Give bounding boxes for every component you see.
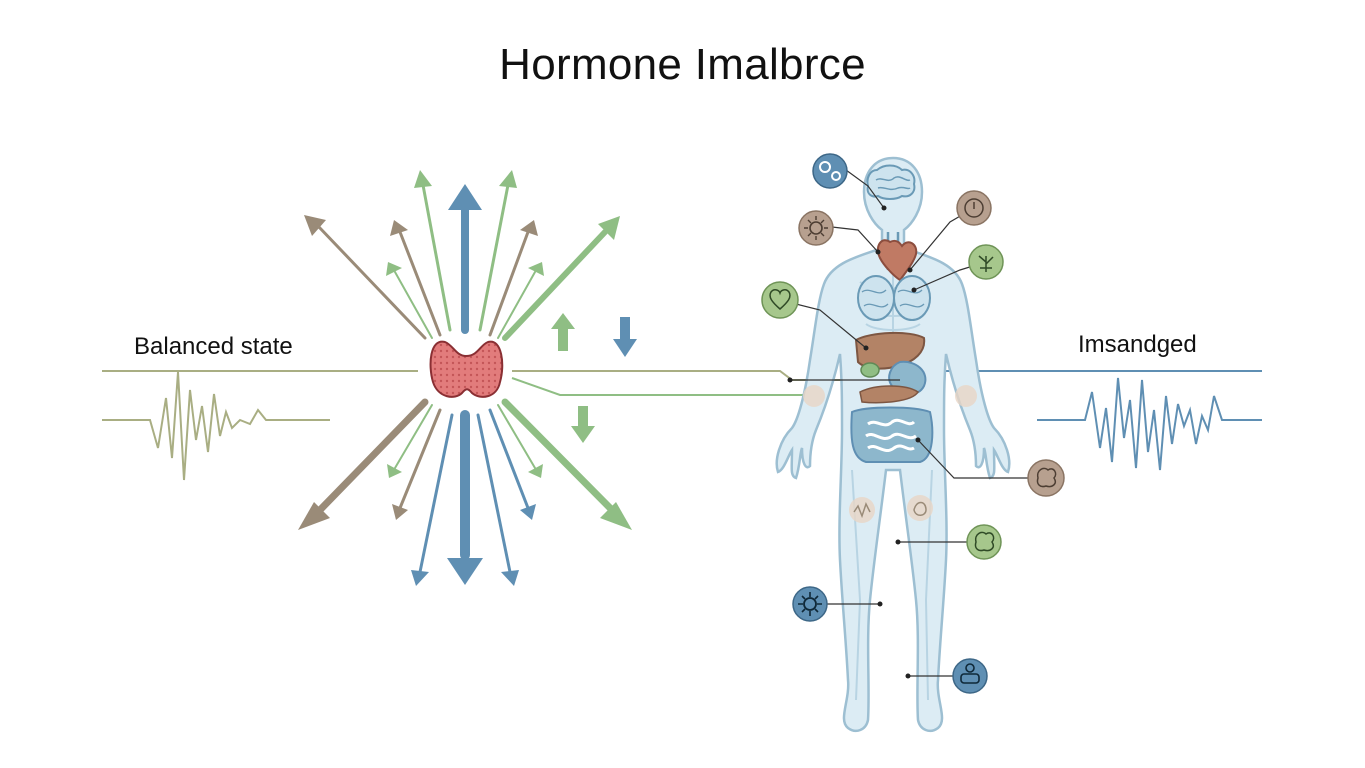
arrow-up-blue-thick xyxy=(448,184,482,334)
arrow-up-green-left-2 xyxy=(386,262,433,339)
arrow-down-blue-thick xyxy=(447,410,483,585)
arrow-down-blue-left xyxy=(411,413,454,586)
arrow-down-green-right xyxy=(497,404,543,478)
robot-icon xyxy=(952,658,988,694)
brain-icon xyxy=(1027,459,1065,497)
hormone-signal-arrows xyxy=(298,170,637,586)
imbalanced-state-label: Imsandged xyxy=(1078,331,1197,358)
gears-icon xyxy=(812,153,848,189)
arrow-up-green xyxy=(414,170,452,332)
body-markers xyxy=(803,385,977,523)
pancreas-organ xyxy=(859,385,920,404)
arrow-down-blue-right-2 xyxy=(488,408,536,520)
virus-icon xyxy=(792,586,828,622)
brain-organ xyxy=(866,164,916,200)
arrow-up-brown-left xyxy=(390,220,442,337)
heart-icon xyxy=(761,281,799,319)
balanced-state-label: Balanced state xyxy=(134,333,293,360)
diagram-title: Hormone Imalbrce xyxy=(499,40,866,89)
arrow-up-green-right-2 xyxy=(497,262,544,339)
small-down-arrow-blue xyxy=(613,317,637,357)
intestines-organ xyxy=(850,406,934,463)
human-body xyxy=(775,156,1011,732)
small-down-arrow-green xyxy=(571,406,595,443)
callout-dots xyxy=(787,205,921,679)
small-up-arrow-green xyxy=(551,313,575,351)
clock-icon xyxy=(956,190,992,226)
arrow-up-brown-right xyxy=(488,220,538,337)
heart-organ xyxy=(876,239,918,282)
balanced-waveform xyxy=(102,370,418,481)
arrow-up-right-large xyxy=(502,216,620,341)
arrow-down-brown-left xyxy=(392,408,442,520)
arrow-up-green-2 xyxy=(478,170,517,332)
gallbladder-organ xyxy=(860,362,880,378)
arrow-down-blue-right xyxy=(476,413,519,586)
plant-icon xyxy=(968,244,1004,280)
arrow-down-left-large xyxy=(298,398,429,530)
thyroid-gland xyxy=(429,340,504,398)
arrow-down-green-left xyxy=(387,404,433,478)
sun-icon xyxy=(798,210,834,246)
brain-icon xyxy=(966,524,1002,560)
arrow-up-left-large xyxy=(304,215,427,340)
arrow-down-right-large xyxy=(501,398,632,530)
